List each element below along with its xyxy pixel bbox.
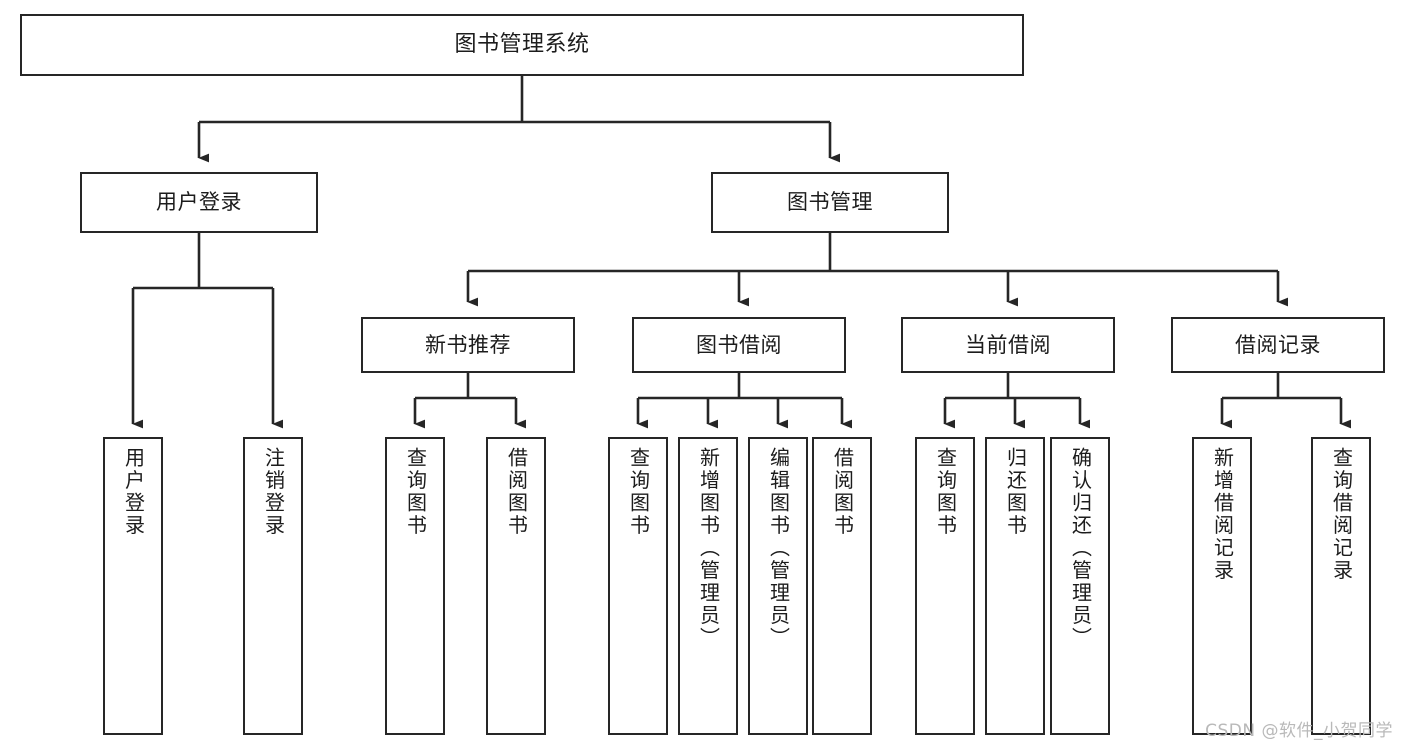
leaf-record-add-borrow-record[interactable]: 新增借阅记录: [1192, 437, 1252, 735]
leaf-borrow-borrow-book[interactable]: 借阅图书: [812, 437, 872, 735]
node-label: 编辑图书（管理员）: [766, 447, 791, 650]
leaf-user-login-login[interactable]: 用户登录: [103, 437, 163, 735]
node-label: 查询图书: [933, 447, 958, 537]
leaf-new-book-borrow[interactable]: 借阅图书: [486, 437, 546, 735]
node-current-borrow[interactable]: 当前借阅: [901, 317, 1115, 373]
node-label: 图书借阅: [696, 332, 782, 357]
node-label: 用户登录: [121, 447, 146, 537]
leaf-user-login-logout[interactable]: 注销登录: [243, 437, 303, 735]
node-label: 图书管理: [787, 190, 873, 215]
node-label: 确认归还（管理员）: [1068, 447, 1093, 650]
node-borrow-record[interactable]: 借阅记录: [1171, 317, 1385, 373]
node-label: 查询图书: [403, 447, 428, 537]
node-label: 借阅图书: [504, 447, 529, 537]
leaf-current-return-book[interactable]: 归还图书: [985, 437, 1045, 735]
leaf-borrow-edit-book-admin[interactable]: 编辑图书（管理员）: [748, 437, 808, 735]
node-root-library-system[interactable]: 图书管理系统: [20, 14, 1024, 76]
leaf-borrow-add-book-admin[interactable]: 新增图书（管理员）: [678, 437, 738, 735]
leaf-record-query-borrow-record[interactable]: 查询借阅记录: [1311, 437, 1371, 735]
node-label: 新增借阅记录: [1210, 447, 1235, 582]
leaf-new-book-query[interactable]: 查询图书: [385, 437, 445, 735]
node-book-management[interactable]: 图书管理: [711, 172, 949, 233]
node-label: 用户登录: [156, 190, 242, 215]
node-label: 注销登录: [261, 447, 286, 537]
node-label: 当前借阅: [965, 332, 1051, 357]
leaf-current-query-book[interactable]: 查询图书: [915, 437, 975, 735]
node-label: 新书推荐: [425, 332, 511, 357]
node-label: 查询图书: [626, 447, 651, 537]
node-label: 新增图书（管理员）: [696, 447, 721, 650]
node-book-borrow[interactable]: 图书借阅: [632, 317, 846, 373]
node-new-book-recommend[interactable]: 新书推荐: [361, 317, 575, 373]
node-label: 借阅图书: [830, 447, 855, 537]
node-label: 查询借阅记录: [1329, 447, 1354, 582]
node-label: 借阅记录: [1235, 332, 1321, 357]
node-label: 图书管理系统: [454, 32, 590, 58]
leaf-borrow-query-book[interactable]: 查询图书: [608, 437, 668, 735]
leaf-current-confirm-return-admin[interactable]: 确认归还（管理员）: [1050, 437, 1110, 735]
node-user-login[interactable]: 用户登录: [80, 172, 318, 233]
node-label: 归还图书: [1003, 447, 1028, 537]
